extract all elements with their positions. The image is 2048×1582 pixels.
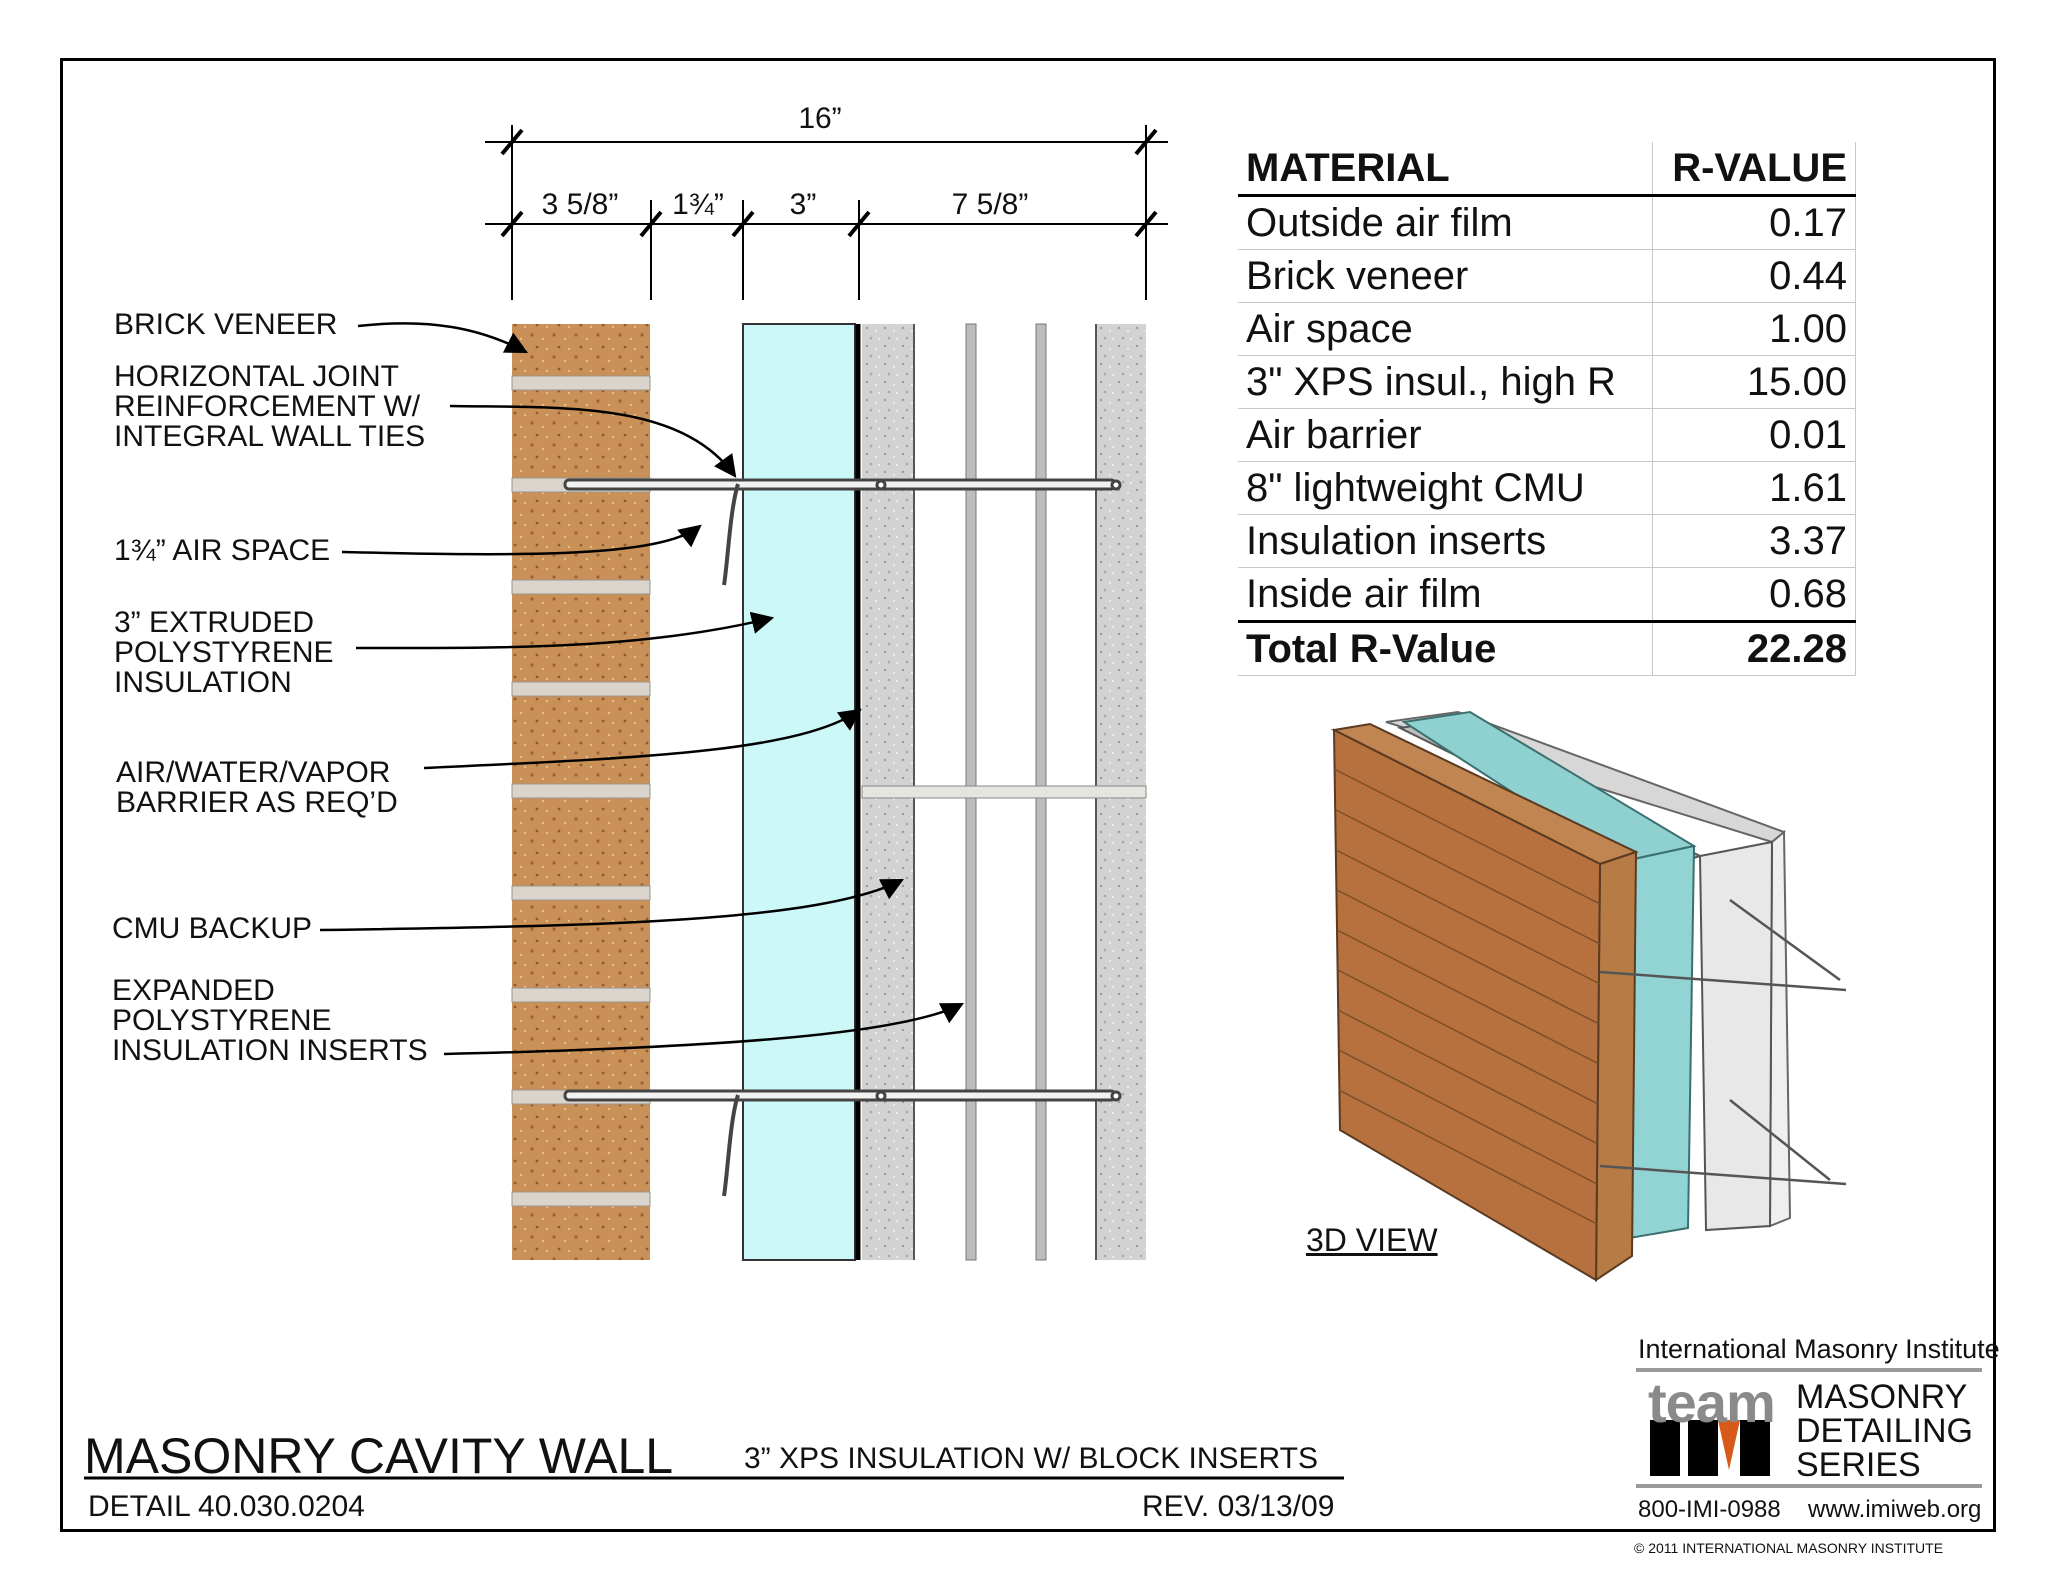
rvalue-cell: 1.00	[1652, 302, 1856, 356]
table-header-material: MATERIAL	[1238, 142, 1653, 197]
three-d-view-illustration	[1330, 710, 1847, 1282]
imi-logo-mark	[1636, 1368, 1982, 1488]
page-subtitle: 3” XPS INSULATION W/ BLOCK INSERTS	[744, 1442, 1319, 1475]
dimension-air-space: 1¾”	[672, 188, 724, 221]
cmu-backup-section	[861, 323, 1147, 1261]
callout-air-barrier: AIR/WATER/VAPOR BARRIER AS REQ’D	[116, 756, 398, 819]
rvalue-cell: 15.00	[1652, 355, 1856, 409]
callout-leaders	[319, 322, 965, 1056]
material-cell: Inside air film	[1238, 567, 1653, 622]
rvalue-cell: 0.01	[1652, 408, 1856, 462]
copyright-notice: © 2011 INTERNATIONAL MASONRY INSTITUTE	[1634, 1540, 1944, 1556]
rvalue-cell: 3.37	[1652, 514, 1856, 568]
website-link[interactable]: www.imiweb.org	[1808, 1496, 1982, 1523]
series-name: MASONRY DETAILING SERIES	[1796, 1378, 1973, 1484]
rvalue-cell: 0.44	[1652, 249, 1856, 303]
table-header-rvalue: R-VALUE	[1652, 142, 1856, 197]
total-label: Total R-Value	[1238, 620, 1653, 676]
dimension-overall: 16”	[798, 102, 842, 135]
phone-number: 800-IMI-0988	[1638, 1496, 1781, 1523]
material-cell: Air barrier	[1238, 408, 1653, 462]
revision-date: REV. 03/13/09	[1142, 1490, 1335, 1523]
team-logo-text: team	[1648, 1371, 1776, 1434]
material-cell: 3" XPS insul., high R	[1238, 355, 1653, 409]
brick-veneer-section	[511, 324, 651, 1260]
rvalue-cell: 0.68	[1652, 567, 1856, 622]
material-cell: Outside air film	[1238, 195, 1653, 250]
callout-xps-insulation: 3” EXTRUDED POLYSTYRENE INSULATION	[114, 606, 334, 699]
table-total-row: Total R-Value 22.28	[1238, 620, 1856, 676]
callout-joint-reinforcement: HORIZONTAL JOINT REINFORCEMENT W/ INTEGR…	[114, 360, 426, 453]
page-title: MASONRY CAVITY WALL	[84, 1428, 674, 1484]
xps-insulation-section	[742, 323, 856, 1261]
three-d-view-label: 3D VIEW	[1306, 1222, 1438, 1258]
material-cell: 8" lightweight CMU	[1238, 461, 1653, 515]
material-cell: Air space	[1238, 302, 1653, 356]
rvalue-cell: 1.61	[1652, 461, 1856, 515]
callout-cmu-backup: CMU BACKUP	[112, 912, 313, 945]
detail-number: DETAIL 40.030.0204	[88, 1490, 365, 1523]
callout-air-space: 1¾” AIR SPACE	[114, 534, 331, 567]
total-value: 22.28	[1652, 620, 1856, 676]
callout-brick-veneer: BRICK VENEER	[114, 308, 338, 341]
drawing-frame	[60, 58, 1996, 1532]
wall-ties	[563, 478, 1122, 1197]
material-cell: Insulation inserts	[1238, 514, 1653, 568]
dimension-insulation: 3”	[789, 188, 817, 221]
dimension-lines	[485, 125, 1168, 300]
material-cell: Brick veneer	[1238, 249, 1653, 303]
org-name: International Masonry Institute	[1638, 1334, 2000, 1364]
dimension-brick: 3 5/8”	[541, 188, 619, 221]
callout-eps-inserts: EXPANDED POLYSTYRENE INSULATION INSERTS	[112, 974, 428, 1067]
rvalue-cell: 0.17	[1652, 195, 1856, 250]
dimension-cmu: 7 5/8”	[951, 188, 1029, 221]
